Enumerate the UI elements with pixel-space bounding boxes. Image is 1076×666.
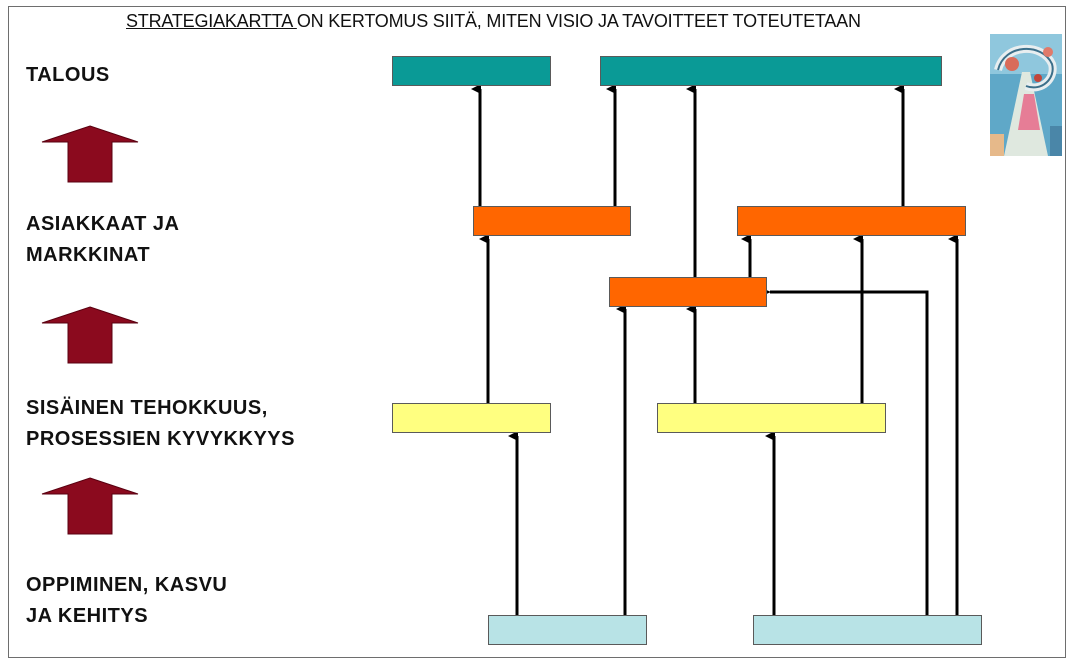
oppiminen-box-2 — [753, 615, 982, 645]
connector-arrow — [770, 292, 927, 615]
oppiminen-box-1 — [488, 615, 647, 645]
asiakkaat-box-1 — [473, 206, 631, 236]
asiakkaat-box-3 — [609, 277, 767, 307]
asiakkaat-box-2 — [737, 206, 966, 236]
road-illustration-icon — [990, 34, 1062, 156]
talous-box-1 — [392, 56, 551, 86]
sisainen-box-2 — [657, 403, 886, 433]
sisainen-box-1 — [392, 403, 551, 433]
talous-box-2 — [600, 56, 942, 86]
